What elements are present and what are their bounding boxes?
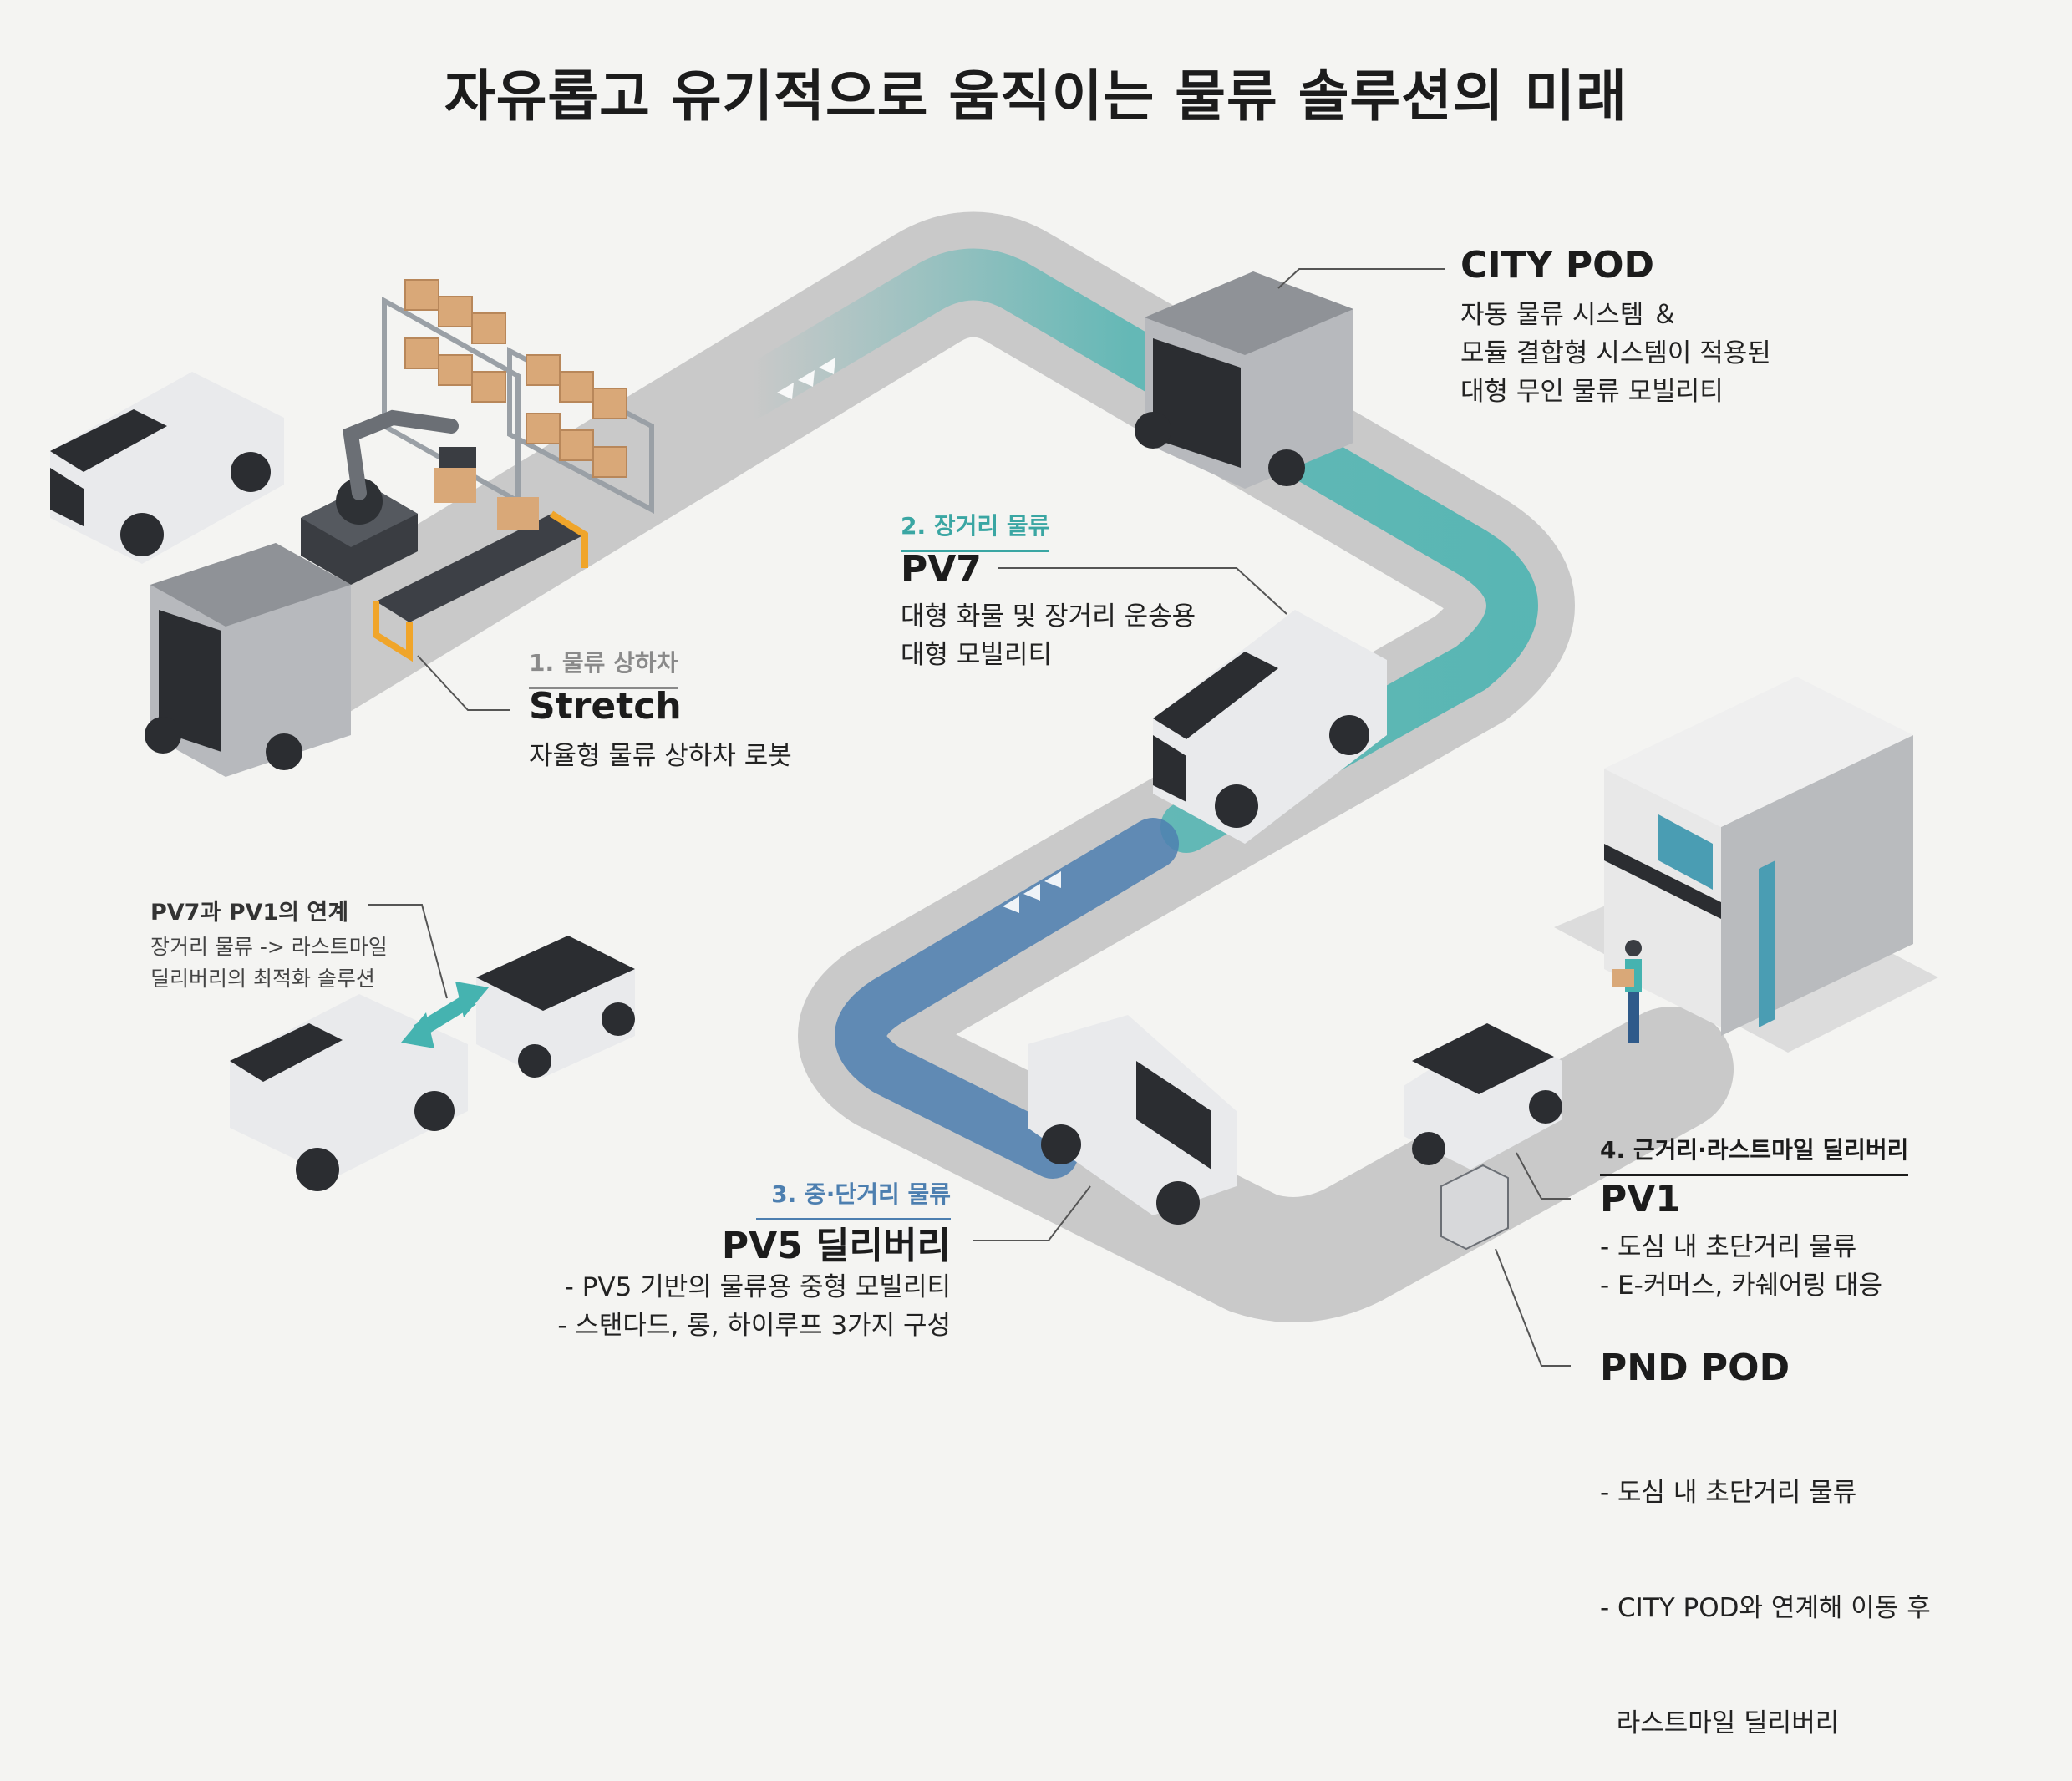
citypod-desc-line: 자동 물류 시스템 ＆	[1460, 300, 1678, 330]
pndpod-desc-line: 라스트마일 딜리버리	[1600, 1708, 1840, 1738]
stretch-name: Stretch	[529, 685, 682, 728]
link-arrow	[401, 982, 489, 1048]
stretch-step-label: 1. 물류 상하차	[529, 645, 678, 689]
leader-lines	[368, 268, 1571, 1367]
pv1-desc: - 도심 내 초단거리 물류 - E-커머스, 카쉐어링 대응	[1600, 1228, 1882, 1305]
citypod-desc: 자동 물류 시스템 ＆ 모듈 결합형 시스템이 적용된 대형 무인 물류 모빌리…	[1460, 296, 1771, 411]
city-pod-left	[145, 543, 351, 777]
pv7-desc: 대형 화물 및 장거리 운송용 대형 모빌리티	[901, 597, 1196, 674]
stretch-desc-line: 자율형 물류 상하차 로봇	[529, 741, 792, 771]
pv7-step-label: 2. 장거리 물류	[901, 508, 1050, 552]
citypod-desc-line: 대형 무인 물류 모빌리티	[1460, 377, 1724, 407]
logistics-illustration	[50, 211, 1938, 1367]
pndpod-desc: - 도심 내 초단거리 물류 - CITY POD와 연계해 이동 후 라스트마…	[1600, 1397, 1931, 1781]
pv7-desc-line: 대형 모빌리티	[901, 640, 1052, 670]
pv5-name: PV5 딜리버리	[721, 1225, 951, 1267]
building	[1554, 677, 1938, 1053]
pv5-desc-line: - 스탠다드, 롱, 하이루프 3가지 구성	[557, 1311, 951, 1341]
link-title: PV7과 PV1의 연계	[150, 900, 349, 926]
pv1-car-link	[476, 936, 635, 1078]
pv1-desc-line: - 도심 내 초단거리 물류	[1600, 1232, 1857, 1262]
direction-arrows-teal	[777, 358, 835, 399]
pv1-car	[1404, 1023, 1562, 1170]
stretch-robot	[301, 409, 476, 585]
citypod-name: CITY POD	[1460, 244, 1655, 287]
link-desc-line: 장거리 물류 -> 라스트마일	[150, 935, 388, 959]
link-desc: 장거리 물류 -> 라스트마일 딜리버리의 최적화 솔루션	[150, 931, 388, 995]
pv1-name: PV1	[1600, 1178, 1681, 1220]
pv5-desc-line: - PV5 기반의 물류용 중형 모빌리티	[564, 1272, 951, 1302]
pv1-step-label: 4. 근거리·라스트마일 딜리버리	[1600, 1132, 1909, 1176]
pv5-van	[1028, 1015, 1237, 1225]
direction-arrows-blue	[1003, 871, 1061, 913]
pndpod-desc-line: - 도심 내 초단거리 물류	[1600, 1478, 1857, 1508]
pv5-step-label: 3. 중·단거리 물류	[756, 1176, 951, 1220]
pv7-van-center	[1153, 610, 1387, 844]
pndpod-name: PND POD	[1600, 1347, 1790, 1389]
pndpod-desc-line: - CITY POD와 연계해 이동 후	[1600, 1593, 1931, 1623]
delivery-person	[1612, 940, 1642, 1043]
pv5-desc: - PV5 기반의 물류용 중형 모빌리티 - 스탠다드, 롱, 하이루프 3가…	[557, 1268, 951, 1345]
link-desc-line: 딜리버리의 최적화 솔루션	[150, 967, 375, 991]
conveyor	[373, 497, 588, 662]
pv7-desc-line: 대형 화물 및 장거리 운송용	[901, 601, 1196, 632]
pv7-van-topleft	[50, 372, 284, 564]
pnd-pod	[1440, 1164, 1509, 1251]
road	[238, 211, 1734, 1322]
city-pod-top	[1135, 271, 1353, 489]
citypod-desc-line: 모듈 결합형 시스템이 적용된	[1460, 338, 1771, 368]
warehouse-shelves	[382, 279, 654, 514]
pv7-name: PV7	[901, 548, 982, 591]
page-title: 자유롭고 유기적으로 움직이는 물류 솔루션의 미래	[444, 64, 1628, 129]
pv1-desc-line: - E-커머스, 카쉐어링 대응	[1600, 1271, 1883, 1301]
stretch-desc: 자율형 물류 상하차 로봇	[529, 737, 792, 775]
